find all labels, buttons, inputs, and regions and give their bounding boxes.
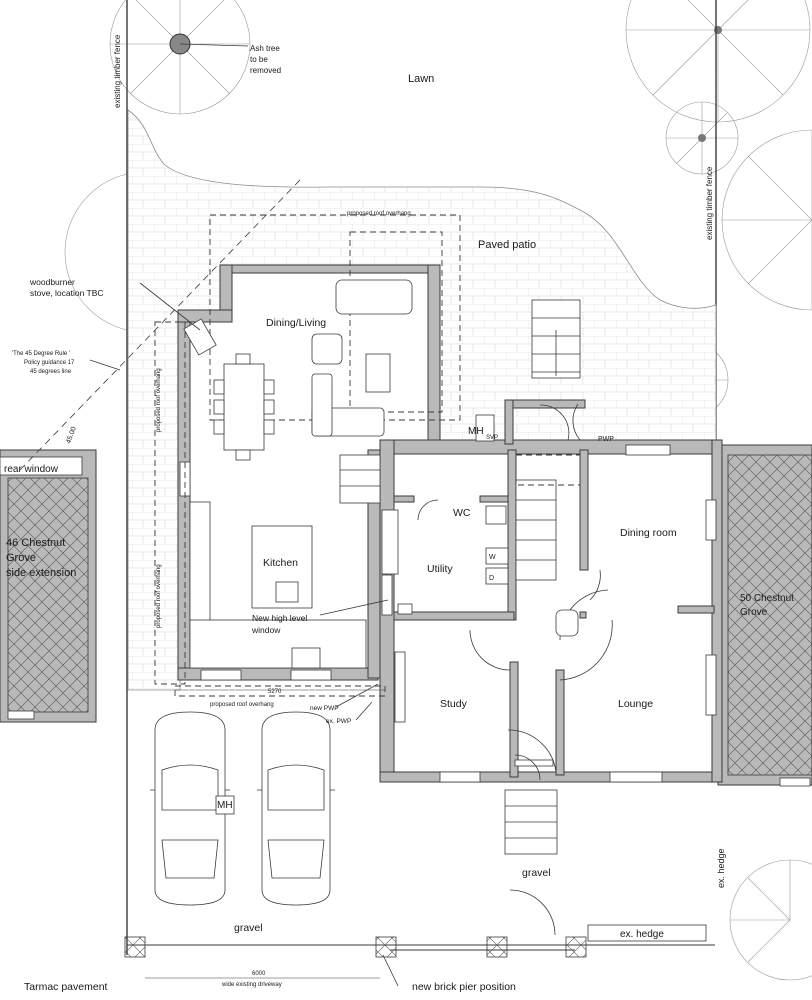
tree-bottom-right: [729, 859, 812, 981]
dryer-box: [485, 567, 509, 585]
neighbour-left-window: [7, 710, 35, 720]
ash-tree: [109, 0, 251, 115]
label-dim-5270: 5270: [268, 689, 282, 695]
label-mh-svp: MH: [468, 426, 484, 437]
label-new-pwp: new PWP: [310, 705, 339, 712]
label-tarmac: Tarmac pavement: [24, 981, 108, 993]
washer-box: [485, 547, 509, 565]
label-paved-patio: Paved patio: [478, 239, 536, 251]
label-gravel-left: gravel: [234, 922, 263, 934]
front-wall: [124, 924, 715, 958]
label-gravel-right: gravel: [522, 867, 551, 879]
label-rule45-3: 45 degrees line: [30, 369, 72, 375]
label-roof-overhang-left2: proposed roof overhang: [156, 564, 162, 628]
car-right: [257, 711, 335, 906]
neighbour-left-hatch: [7, 477, 89, 713]
label-dim-6000: 6000: [252, 971, 266, 977]
label-rule45-2: Policy guidance 17: [24, 360, 75, 366]
door-swings: [417, 403, 613, 936]
furniture: [183, 279, 579, 669]
label-roof-overhang-left1: proposed roof overhang: [156, 368, 162, 432]
label-neighbour-right-2: Grove: [740, 607, 768, 618]
windows: [179, 414, 717, 783]
label-woodburner-2: stove, location TBC: [30, 288, 104, 298]
label-dining-living: Dining/Living: [266, 317, 326, 329]
label-neighbour-left-1: 46 Chestnut: [6, 537, 65, 549]
label-new-window-2: window: [251, 625, 281, 635]
tree-right-mid: [665, 101, 739, 175]
label-driveway: wide existing driveway: [221, 982, 282, 988]
label-new-window-1: New high level: [252, 613, 307, 623]
label-lounge: Lounge: [618, 698, 653, 710]
label-pier: new brick pier position: [412, 981, 516, 993]
label-w: W: [489, 554, 496, 561]
manhole-drive: [215, 795, 235, 815]
leader-lines: [89, 43, 399, 987]
label-rule45-1: 'The 45 Degree Rule ': [12, 351, 70, 357]
label-ash-tree-1: Ash tree: [250, 44, 280, 53]
rear-window-box: [0, 456, 83, 476]
neighbour-right-window: [779, 777, 811, 787]
label-neighbour-right-1: 50 Chestnut: [740, 593, 794, 604]
paved-patio: [127, 109, 717, 691]
label-wc: WC: [453, 507, 471, 519]
stairs: [339, 299, 581, 855]
label-fence-right: existing timber fence: [705, 166, 714, 240]
label-study: Study: [440, 698, 468, 710]
label-fence-left: existing timber fence: [113, 34, 122, 108]
label-woodburner-1: woodburner: [29, 277, 75, 287]
label-angle-45: 45.00: [65, 426, 78, 445]
tree-top-right: [625, 0, 811, 123]
label-rear-window: rear window: [4, 464, 59, 475]
label-d: D: [489, 575, 494, 582]
label-dining-room: Dining room: [620, 527, 677, 539]
neighbour-right-hatch: [727, 454, 812, 776]
label-neighbour-left-2: Grove: [6, 552, 36, 564]
label-utility: Utility: [427, 563, 453, 575]
label-roof-overhang-bottom: proposed roof overhang: [210, 702, 274, 708]
car-left: [150, 711, 230, 906]
label-ex-hedge-vertical: ex. hedge: [716, 848, 726, 888]
label-neighbour-left-3: side extension: [6, 567, 76, 579]
label-kitchen: Kitchen: [263, 557, 298, 569]
label-ex-pwp: ex. PWP: [326, 718, 351, 725]
label-roof-overhang-top: proposed roof overhang: [347, 211, 411, 217]
label-lawn: Lawn: [408, 73, 434, 85]
house-walls: [177, 264, 723, 783]
label-svp: SVP: [486, 435, 498, 441]
label-ash-tree-3: removed: [250, 66, 281, 75]
label-pwp: PWP: [598, 436, 614, 443]
label-mh-drive: MH: [217, 800, 233, 811]
tree-right-large: [721, 129, 812, 311]
label-ash-tree-2: to be: [250, 55, 268, 64]
label-ex-hedge-horizontal: ex. hedge: [620, 929, 664, 940]
